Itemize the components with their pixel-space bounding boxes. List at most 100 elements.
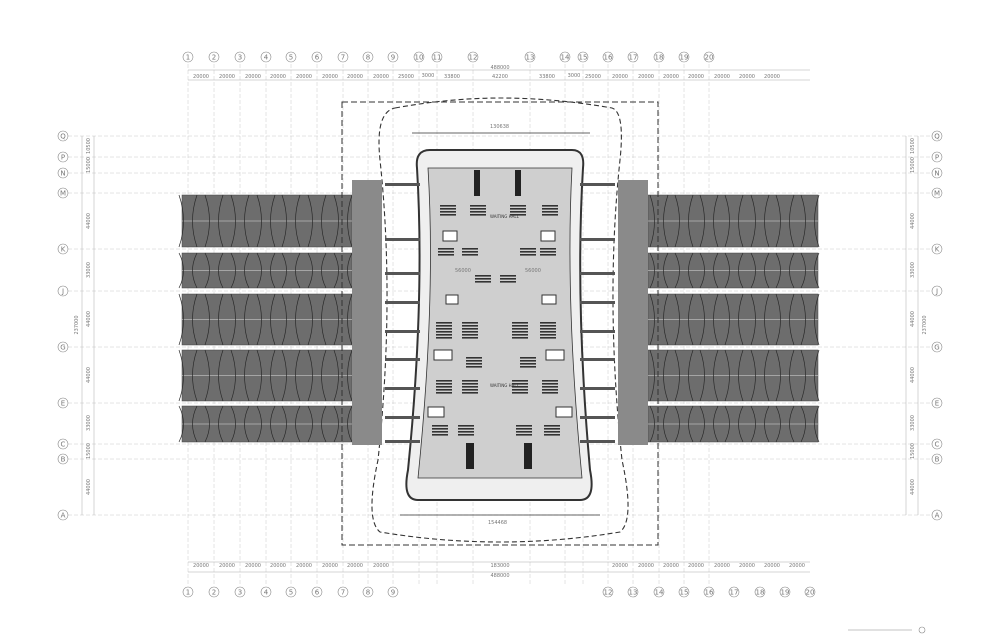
inner-dim-2: 56000 [525,268,541,274]
canopy-rib [178,252,198,289]
column-label-bottom: 20 [806,589,815,597]
seat-row [512,386,528,388]
bottom-span-label: 154468 [488,520,507,526]
seat-row [438,254,454,256]
canopy-rib [649,194,669,248]
left-total: 237000 [74,315,80,334]
canopy-rib [775,405,795,443]
column-label-top: 3 [238,54,242,62]
bottom-dim: 20000 [663,563,679,569]
core-3 [445,294,459,305]
seat-row [458,434,474,436]
column-label-top: 5 [289,54,293,62]
bottom-dim: 20000 [322,563,338,569]
canopy-rib [724,405,744,443]
left-dim: 33000 [86,262,92,278]
bridge-right [580,387,615,390]
bottom-dim: 20000 [714,563,730,569]
bottom-dim: 20000 [638,563,654,569]
seat-row [510,205,526,207]
seat-row [462,392,478,394]
seat-row [542,205,558,207]
bridge-right [580,272,615,275]
top-dim: 20000 [322,74,338,80]
top-small-dim: 3000 [568,73,581,79]
seat-row [470,214,486,216]
top-dim: 20000 [296,74,312,80]
bridge-right [580,183,615,186]
left-dim: 15000 [86,443,92,459]
canopy-rib [800,349,820,402]
bridge-right [580,330,615,333]
seat-row [540,248,556,250]
bridge-left [385,416,420,419]
canopy-rib [204,194,224,248]
seat-row [510,208,526,210]
bottom-dim: 20000 [296,563,312,569]
bridge-left [385,330,420,333]
canopy-rib [178,349,198,402]
bottom-dim: 20000 [789,563,805,569]
canopy-rib [649,405,669,443]
seat-row [542,389,558,391]
seat-row [436,389,452,391]
column-label-top: 1 [186,54,190,62]
right-dim: 15000 [910,443,916,459]
bottom-dim: 20000 [688,563,704,569]
column-label-bottom: 15 [680,589,689,597]
column-label-top: 11 [433,54,442,62]
seat-row [540,322,556,324]
canopy-rib [256,293,276,346]
column-label-bottom: 9 [391,589,395,597]
left-dim: 44000 [86,367,92,383]
top-small-dim: 3000 [422,73,435,79]
row-label: A [61,512,66,520]
top-dim: 20000 [663,74,679,80]
seat-row [462,389,478,391]
station-building: WAITING HALL WAITING HALL 56000 56000 13… [341,97,659,546]
bridge-left [385,183,420,186]
canopy-rib [204,252,224,289]
platform-canopies [178,194,820,443]
bridge-right [580,358,615,361]
seat-row [438,248,454,250]
seat-row [462,328,478,330]
seat-row [436,337,452,339]
seat-row [520,254,536,256]
seat-row [544,431,560,433]
left-dim: 33000 [86,415,92,431]
seat-row [462,380,478,382]
seat-row [432,425,448,427]
canopy-rib [800,405,820,443]
platform-right [618,180,648,445]
top-dim: 20000 [373,74,389,80]
seat-row [462,386,478,388]
seat-row [440,211,456,213]
canopy-rib [281,349,301,402]
bridge-left [385,238,420,241]
column-label-bottom: 18 [756,589,765,597]
column-label-bottom: 6 [315,589,320,597]
bottom-dim: 20000 [270,563,286,569]
bottom-middle: 183000 [490,563,509,569]
seat-row [542,383,558,385]
canopy-rib [775,252,795,289]
canopy-rib [649,349,669,402]
seat-row [544,428,560,430]
seat-row [432,428,448,430]
top-dim: 25000 [585,74,601,80]
canopy-rib [333,293,353,346]
seat-row [436,322,452,324]
seat-row [540,334,556,336]
bottom-dim: 20000 [347,563,363,569]
seat-row [462,251,478,253]
canopy-rib [204,293,224,346]
canopy-rib [750,405,770,443]
canopy-rib [333,194,353,248]
seat-row [542,380,558,382]
seat-row [466,357,482,359]
column-label-bottom: 1 [186,589,190,597]
canopy-rib [204,349,224,402]
seat-row [436,331,452,333]
seat-row [462,248,478,250]
